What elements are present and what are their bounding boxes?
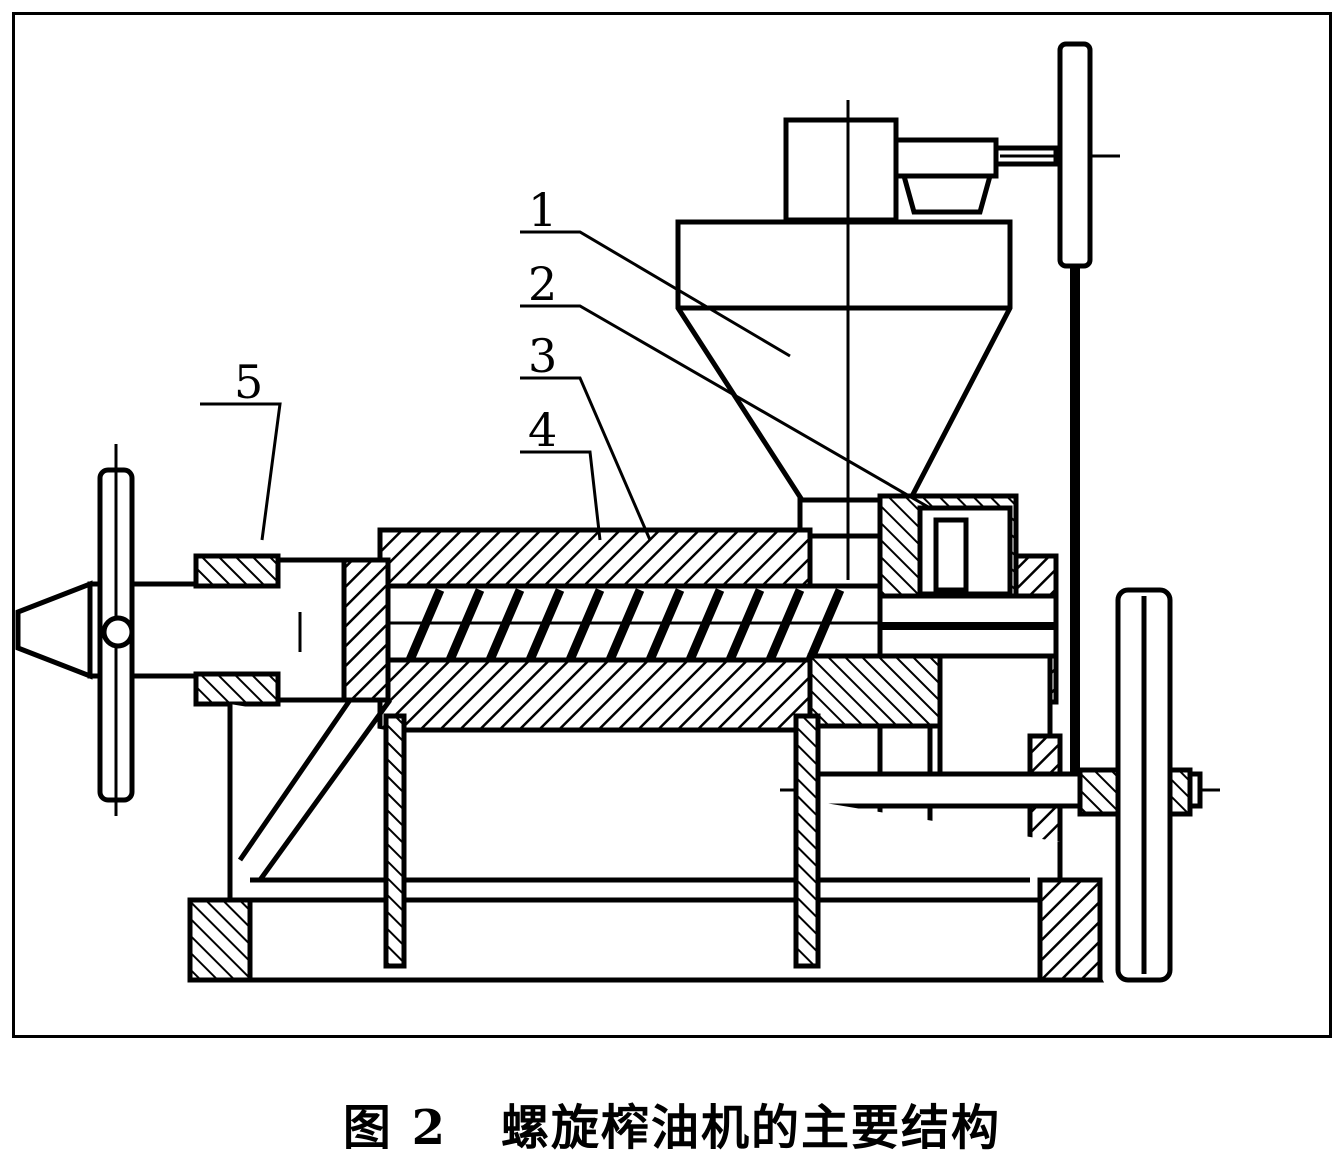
leader-4 — [520, 450, 602, 541]
figure-title: 螺旋榨油机的主要结构 — [501, 1100, 1002, 1156]
figure-number: 图 2 — [342, 1100, 448, 1156]
leader-lines — [200, 230, 931, 541]
leader-2 — [520, 304, 931, 510]
leader-1 — [520, 230, 791, 358]
leader-5 — [200, 402, 282, 541]
label-4: 4 — [528, 403, 557, 457]
leader-3 — [520, 376, 652, 541]
top-drive — [893, 41, 1120, 790]
cake-outlet — [15, 444, 391, 816]
figure-caption: 图 2 螺旋榨油机的主要结构 — [0, 1088, 1344, 1158]
label-3: 3 — [528, 329, 557, 383]
label-5: 5 — [234, 355, 263, 409]
label-1: 1 — [528, 183, 557, 237]
drive-pulley — [780, 587, 1220, 983]
label-2: 2 — [528, 257, 557, 311]
hopper — [675, 117, 1013, 539]
machine-stand — [187, 698, 1105, 983]
